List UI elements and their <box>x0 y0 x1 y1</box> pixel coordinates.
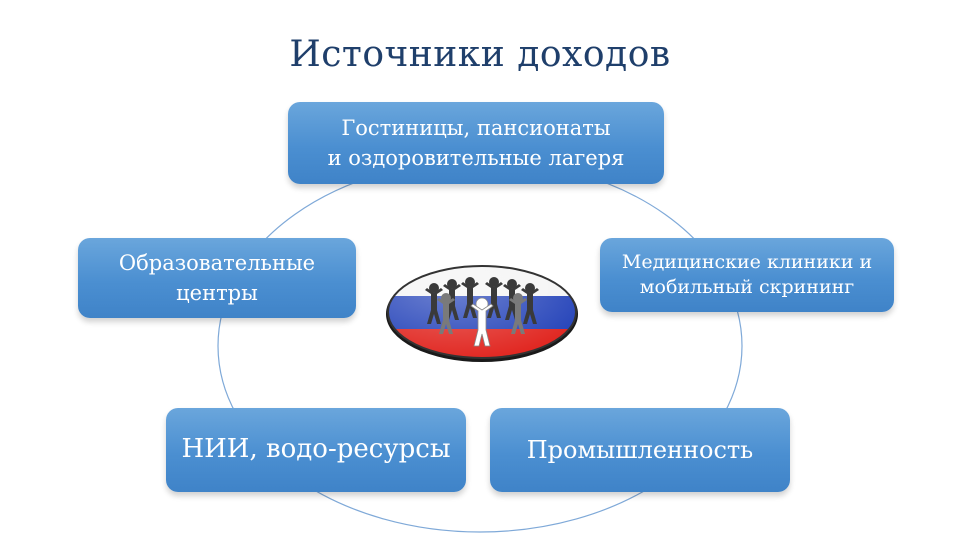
node-education-line-1: Образовательные <box>118 250 316 275</box>
node-medical-line-1: Медицинские клиники и <box>621 251 873 274</box>
node-hotels-line-1: Гостиницы, пансионаты <box>341 115 611 140</box>
node-industry: Промышленность <box>490 408 790 492</box>
page-title: Источники доходов <box>289 34 671 75</box>
node-education-line-2: центры <box>176 281 258 305</box>
node-hotels: Гостиницы, пансионаты и оздоровительные … <box>288 102 664 184</box>
node-research: НИИ, водо-ресурсы <box>166 408 466 492</box>
node-research-label: НИИ, водо-ресурсы <box>181 434 451 465</box>
node-medical-line-2: мобильный скрининг <box>639 276 855 298</box>
node-hotels-line-2: и оздоровительные лагеря <box>327 146 625 170</box>
people-group-on-russian-flag-icon <box>386 265 578 362</box>
node-industry-label: Промышленность <box>526 435 754 464</box>
node-medical: Медицинские клиники и мобильный скрининг <box>600 238 894 312</box>
node-education: Образовательные центры <box>78 238 356 318</box>
